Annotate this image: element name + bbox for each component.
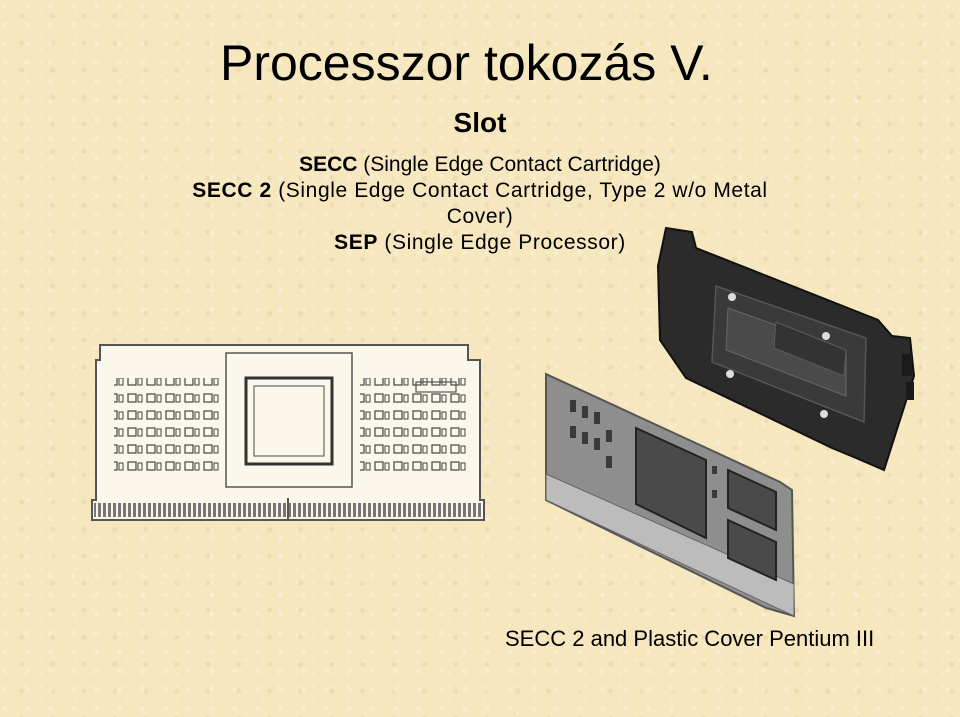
description-secc: (Single Edge Contact Cartridge) xyxy=(357,153,661,176)
image-caption: SECC 2 and Plastic Cover Pentium III xyxy=(505,626,875,651)
list-item-secc2: SECC 2 (Single Edge Contact Cartridge, T… xyxy=(170,178,790,230)
package-list: SECC (Single Edge Contact Cartridge) SEC… xyxy=(170,152,790,256)
secc2-board-drawing xyxy=(545,372,796,618)
list-item-sep: SEP (Single Edge Processor) xyxy=(170,230,790,256)
list-item-secc: SECC (Single Edge Contact Cartridge) xyxy=(170,152,790,178)
slide-subtitle: Slot xyxy=(453,107,507,138)
plastic-cover-drawing xyxy=(656,226,916,472)
sep-board-drawing xyxy=(91,344,485,521)
description-secc2: (Single Edge Contact Cartridge, Type 2 w… xyxy=(271,179,768,228)
term-secc2: SECC 2 xyxy=(192,179,272,202)
term-sep: SEP xyxy=(334,231,378,254)
term-secc: SECC xyxy=(299,153,358,176)
description-sep: (Single Edge Processor) xyxy=(377,231,626,254)
slide-title: Processzor tokozás V. xyxy=(220,35,713,91)
